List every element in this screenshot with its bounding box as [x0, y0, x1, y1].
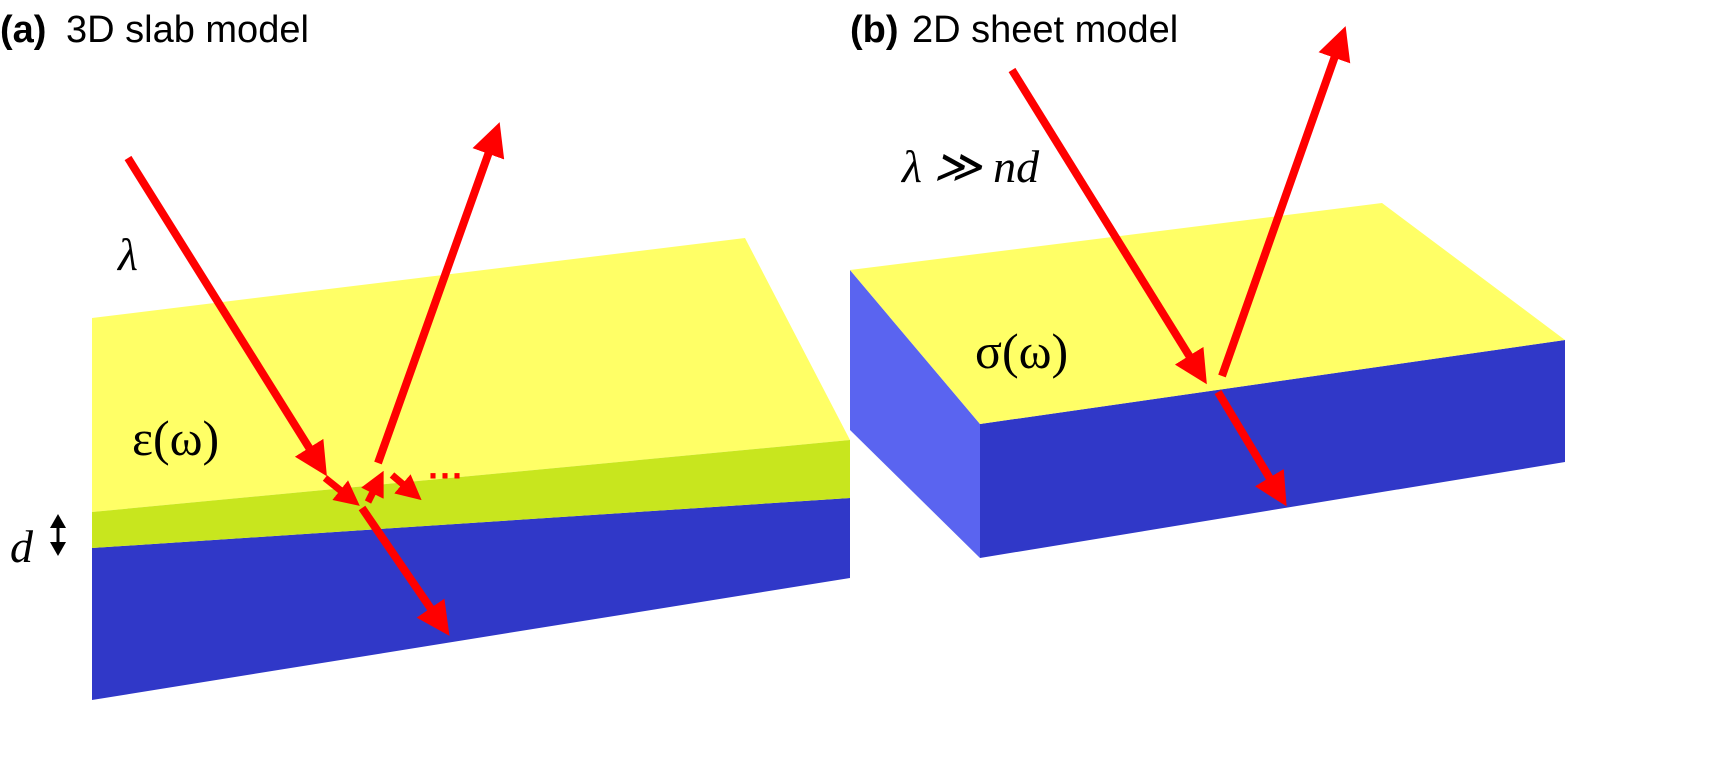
reflected-ray — [374, 122, 505, 465]
wavelength-label: λ — [116, 229, 138, 280]
panel-b: (b) 2D sheet model λ ≫ nd σ(ω) — [850, 9, 1565, 558]
panel-title-a: 3D slab model — [66, 9, 309, 51]
conductivity-label: σ(ω) — [975, 323, 1068, 379]
wavelength-condition-label: λ ≫ nd — [900, 141, 1040, 192]
internal-reflection-arrow — [361, 470, 384, 504]
sheet-top-face — [850, 203, 1565, 424]
internal-reflection-arrow — [322, 475, 360, 506]
block-front-face — [980, 340, 1565, 558]
panel-title-b: 2D sheet model — [912, 9, 1178, 51]
internal-reflection-arrow — [389, 472, 422, 501]
slab-front-face — [92, 498, 850, 700]
transmitted-ray — [358, 505, 450, 636]
reflected-ray — [1218, 26, 1351, 378]
panel-label-a: (a) — [0, 9, 46, 51]
slab-top-face — [92, 238, 850, 512]
block-side-face — [850, 270, 980, 558]
thin-film-layer — [92, 440, 850, 548]
panel-label-b: (b) — [850, 9, 899, 51]
incident-ray — [1008, 67, 1207, 385]
panel-a: (a) 3D slab model λ ε(ω) d ··· — [0, 9, 850, 700]
double-arrow-icon — [50, 514, 66, 556]
thickness-label: d — [10, 521, 34, 572]
permittivity-label: ε(ω) — [132, 410, 219, 466]
transmitted-ray — [1214, 389, 1287, 507]
ellipsis-dots: ··· — [428, 455, 464, 496]
incident-ray — [124, 155, 327, 477]
